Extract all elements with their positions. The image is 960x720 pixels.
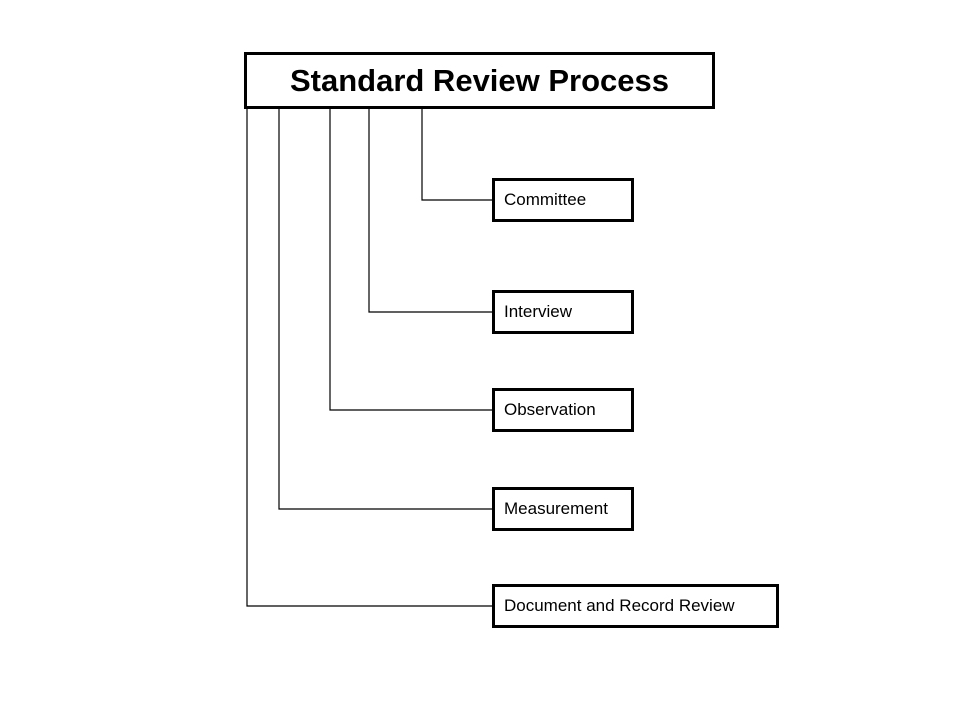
connector-observation: [329, 109, 492, 411]
connector-measurement: [278, 109, 492, 510]
node-committee: Committee: [492, 178, 634, 222]
connector-document-review: [246, 109, 492, 607]
connector-committee: [421, 109, 492, 201]
node-label: Document and Record Review: [504, 596, 735, 615]
node-interview: Interview: [492, 290, 634, 334]
connector-interview: [368, 109, 492, 313]
node-document-and-record-review: Document and Record Review: [492, 584, 779, 628]
node-label: Interview: [504, 302, 573, 321]
node-measurement: Measurement: [492, 487, 634, 531]
node-label: Observation: [504, 400, 596, 419]
root-title: Standard Review Process: [289, 62, 670, 98]
node-label: Measurement: [504, 499, 608, 518]
root-node: Standard Review Process: [244, 52, 715, 109]
node-label: Committee: [504, 190, 587, 209]
node-observation: Observation: [492, 388, 634, 432]
